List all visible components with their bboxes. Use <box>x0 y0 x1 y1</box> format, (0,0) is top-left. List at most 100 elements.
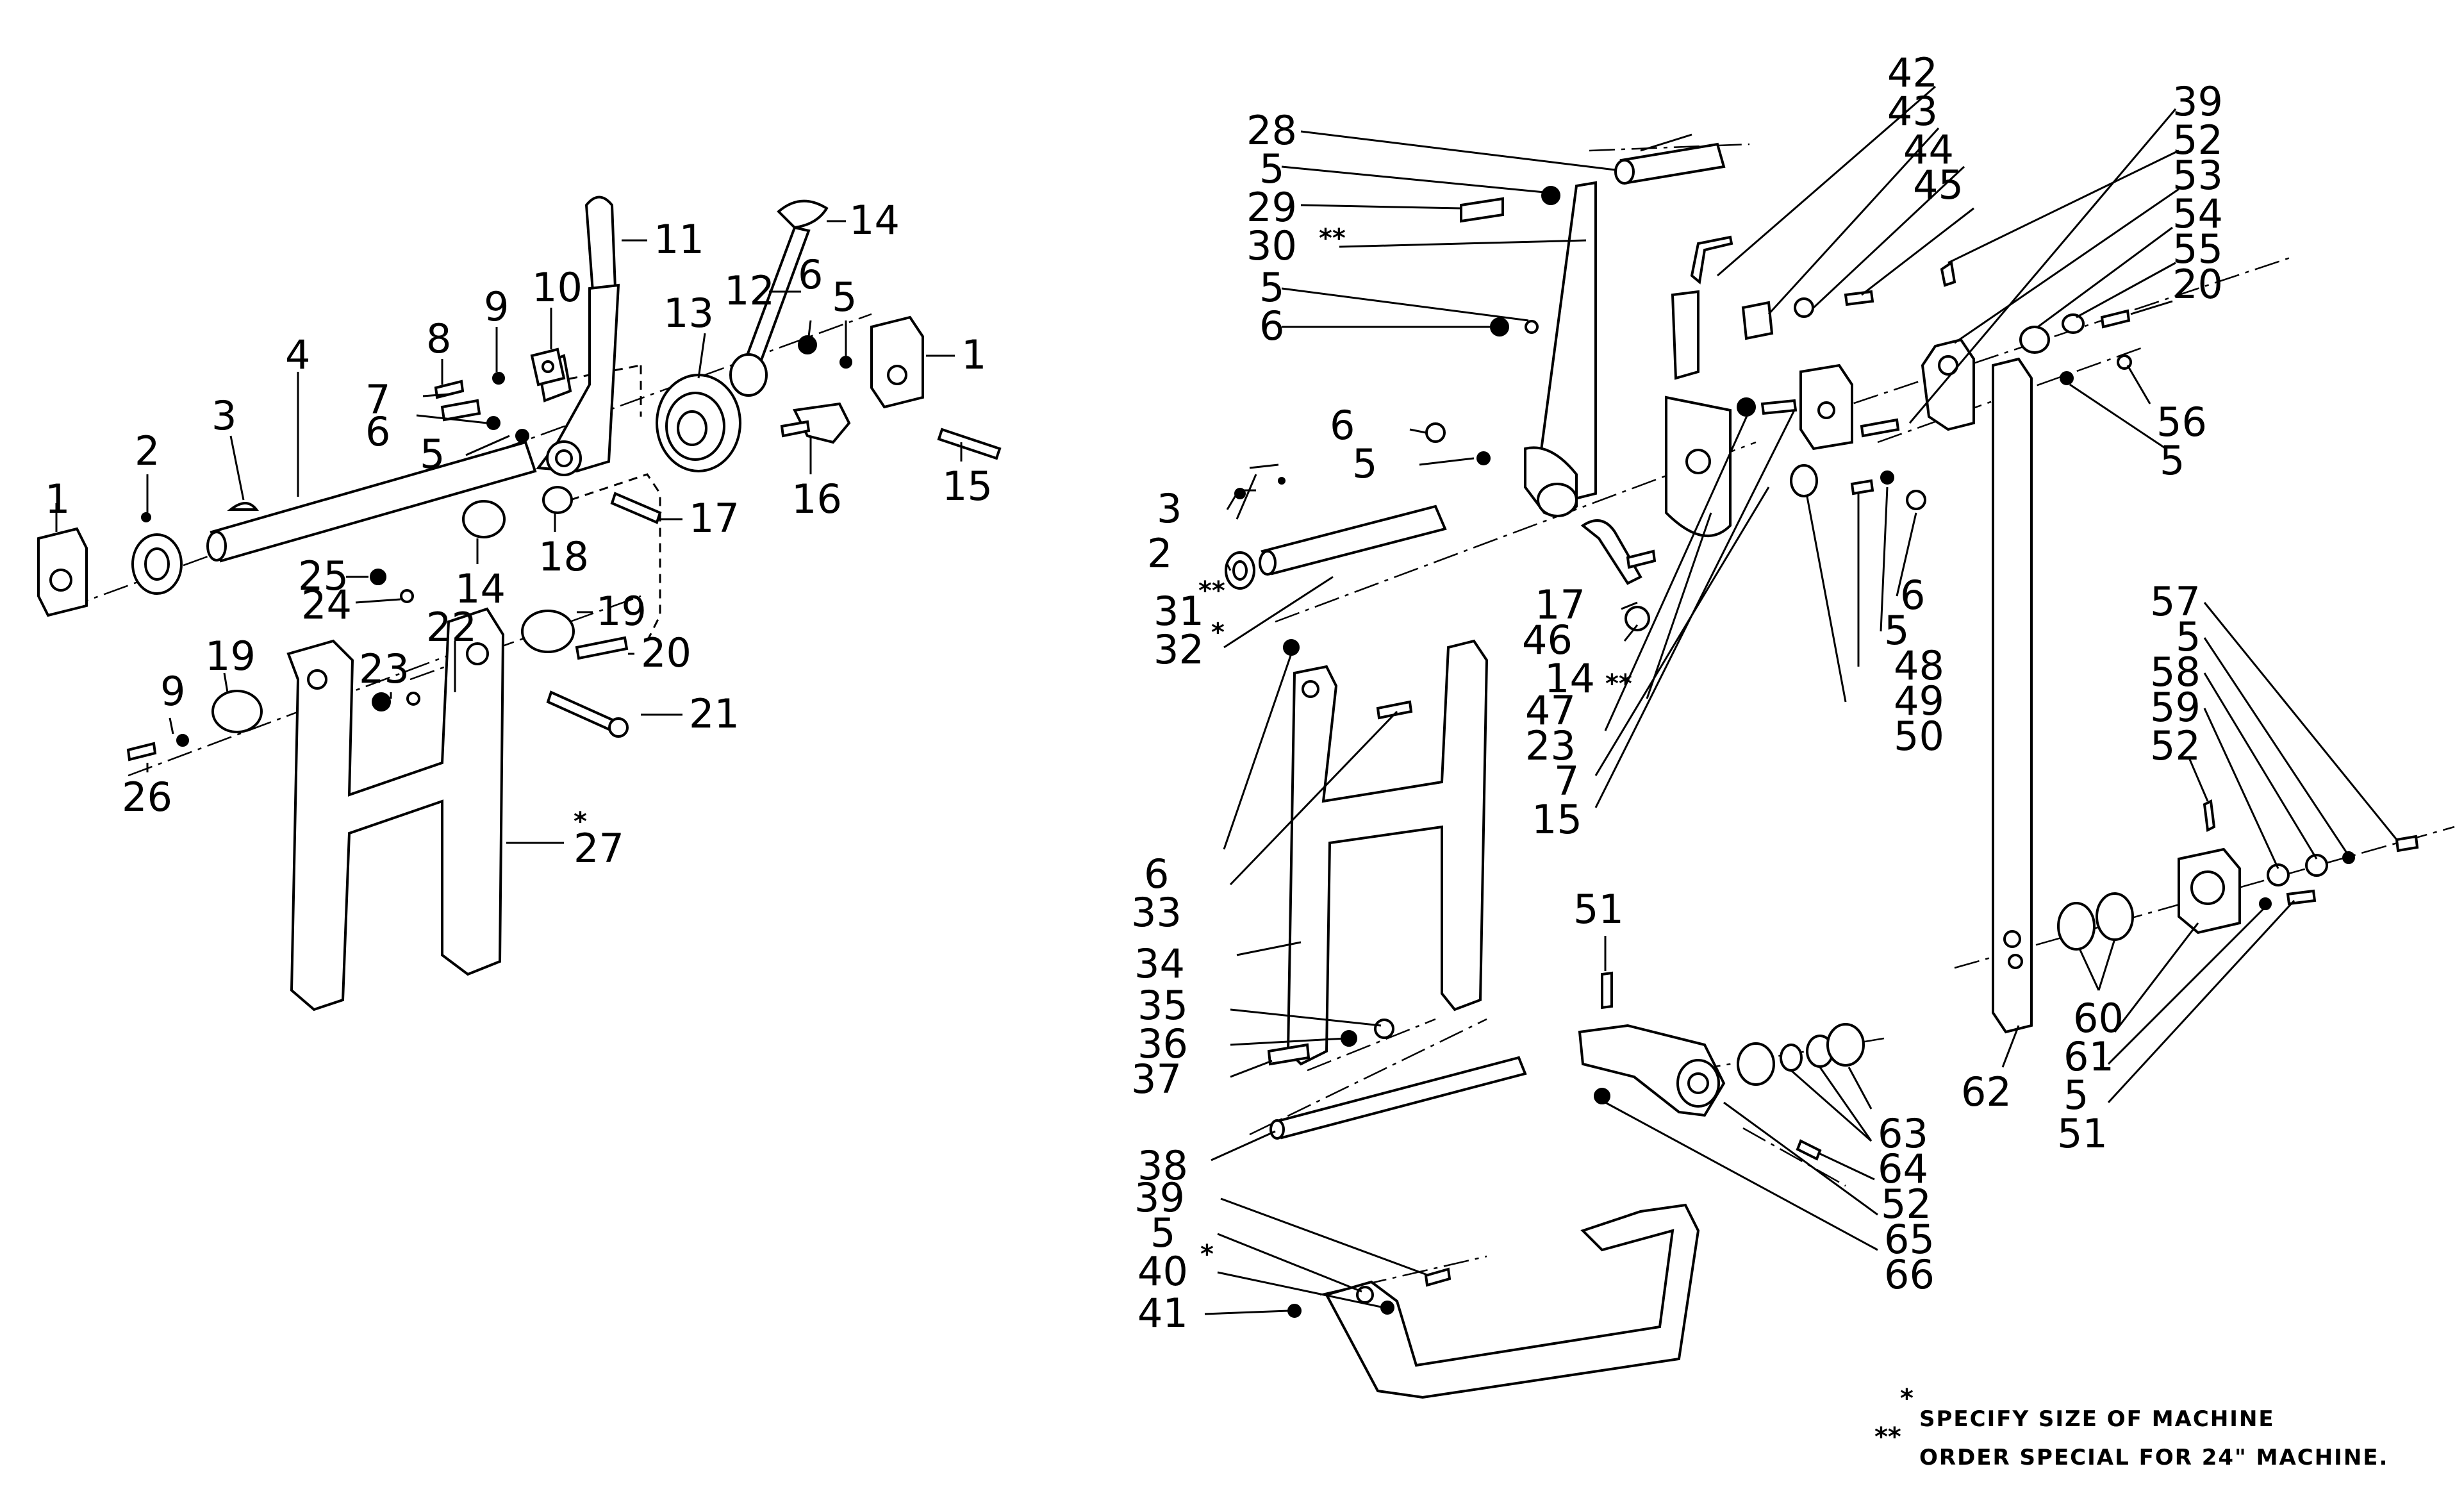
callout-17-r: 17 <box>1535 581 1585 628</box>
callout-23: 23 <box>359 645 409 692</box>
callout-14-r: 14 <box>1544 655 1595 702</box>
callout-6-r3: 6 <box>1900 572 1925 619</box>
part-roller-18 <box>542 486 573 514</box>
callout-37: 37 <box>1131 1056 1182 1102</box>
part-bearing-block-right <box>870 315 924 409</box>
callout-41: 41 <box>1137 1290 1188 1336</box>
callout-44: 44 <box>1903 126 1954 173</box>
asterisk-30: ** <box>1319 224 1346 253</box>
part-bolt-15 <box>937 428 1002 460</box>
callout-5-r1: 5 <box>1259 146 1284 192</box>
callout-2-r: 2 <box>1147 530 1172 577</box>
part-shaft-32 <box>1259 504 1447 576</box>
callout-9-lower: 9 <box>160 668 185 715</box>
part-nut-washer <box>798 335 852 369</box>
callout-4: 4 <box>285 331 310 378</box>
callout-46: 46 <box>1522 617 1573 663</box>
part-notched-disc <box>656 374 741 472</box>
callout-15-r: 15 <box>1532 796 1582 843</box>
callout-23-r: 23 <box>1525 722 1576 769</box>
callout-14: 14 <box>455 565 506 612</box>
callout-6-r1: 6 <box>1259 303 1284 349</box>
callout-5-r5: 5 <box>1884 607 1909 654</box>
callout-3: 3 <box>211 392 236 439</box>
callout-25: 25 <box>298 553 349 599</box>
callout-20: 20 <box>641 629 691 676</box>
callout-39-top: 39 <box>2172 78 2223 125</box>
callout-51-top: 51 <box>1573 886 1624 933</box>
callout-47: 47 <box>1525 687 1576 734</box>
part-washers-48-50 <box>1790 464 1926 510</box>
callout-24: 24 <box>301 581 352 628</box>
callout-31: 31 <box>1153 588 1204 635</box>
callout-8: 8 <box>426 315 451 362</box>
callout-54: 54 <box>2172 190 2223 237</box>
part-nut-23 <box>372 692 420 711</box>
callout-16: 16 <box>791 476 842 522</box>
callout-51-bottom: 51 <box>2057 1110 2108 1157</box>
callout-66: 66 <box>1884 1251 1935 1298</box>
callout-52-top: 52 <box>2172 117 2223 163</box>
callout-5-r3: 5 <box>1352 440 1377 487</box>
callout-39-bottom: 39 <box>1134 1174 1185 1221</box>
part-knob-rod <box>729 199 829 397</box>
callout-6: 6 <box>365 408 390 455</box>
footnote-double-asterisk: ** <box>1874 1422 1901 1452</box>
part-long-shaft-38 <box>1269 1056 1527 1140</box>
part-key <box>227 502 260 511</box>
part-frame-34 <box>1283 639 1489 1066</box>
callout-57: 57 <box>2150 578 2201 625</box>
part-handle-42 <box>1671 235 1733 380</box>
callout-10: 10 <box>532 264 583 311</box>
part-ratchet-plate <box>1665 395 1732 537</box>
callout-18: 18 <box>538 533 589 580</box>
callout-65: 65 <box>1884 1216 1935 1263</box>
callout-5-r7: 5 <box>2176 613 2201 660</box>
callout-55: 55 <box>2172 226 2223 272</box>
callout-3-r: 3 <box>1157 485 1182 532</box>
callout-43: 43 <box>1887 88 1938 135</box>
part-bushings-54-55 <box>2019 309 2132 385</box>
part-washers-63-64 <box>1737 1023 1865 1161</box>
callout-52-mid: 52 <box>1881 1181 1931 1227</box>
callout-20-r: 20 <box>2172 261 2223 308</box>
callout-48: 48 <box>1894 642 1944 689</box>
footnotes: * SPECIFY SIZE OF MACHINE ** ORDER SPECI… <box>1874 1384 2388 1470</box>
left-callout-labels: 1 2 3 4 5 6 7 8 9 10 11 12 13 14 6 5 1 1… <box>45 197 993 872</box>
part-collar-31 <box>1225 551 1255 590</box>
callout-5-b: 5 <box>832 274 857 320</box>
callout-6-r4: 6 <box>1144 851 1169 897</box>
asterisk-32: * <box>1211 618 1225 647</box>
part-bar-62 <box>1992 357 2033 1034</box>
part-bolts-20-21 <box>546 636 629 738</box>
callout-6-b: 6 <box>798 251 823 298</box>
callout-32: 32 <box>1153 626 1204 673</box>
part-set-screw <box>141 512 151 522</box>
asterisk-27: * <box>574 807 587 836</box>
callout-60: 60 <box>2073 995 2124 1042</box>
asterisk-31: ** <box>1198 576 1225 606</box>
part-bearing-block-left <box>37 527 88 617</box>
callout-35: 35 <box>1137 982 1188 1029</box>
callout-5: 5 <box>420 431 445 478</box>
asterisk-40: * <box>1200 1240 1214 1269</box>
callout-11: 11 <box>654 216 704 263</box>
callout-14-top: 14 <box>849 197 900 244</box>
part-shaft <box>206 440 537 563</box>
callout-7-r: 7 <box>1554 758 1579 804</box>
callout-53: 53 <box>2172 152 2223 199</box>
callout-19-left: 19 <box>205 633 256 679</box>
callout-21: 21 <box>689 690 740 737</box>
callout-62: 62 <box>1961 1069 2012 1115</box>
part-pin-28 <box>1614 142 1726 185</box>
part-lever-30 <box>1524 181 1597 517</box>
part-bushing-19 <box>211 610 575 733</box>
callout-5-r4: 5 <box>2160 437 2185 484</box>
callout-6-r2: 6 <box>1330 402 1355 449</box>
callout-42: 42 <box>1887 49 1938 96</box>
callout-13: 13 <box>663 290 714 337</box>
part-small-screws <box>126 372 529 761</box>
footnote-order-special: ORDER SPECIAL FOR 24" MACHINE. <box>1919 1445 2388 1470</box>
part-plug-14 <box>462 500 506 538</box>
callout-9: 9 <box>484 283 509 330</box>
